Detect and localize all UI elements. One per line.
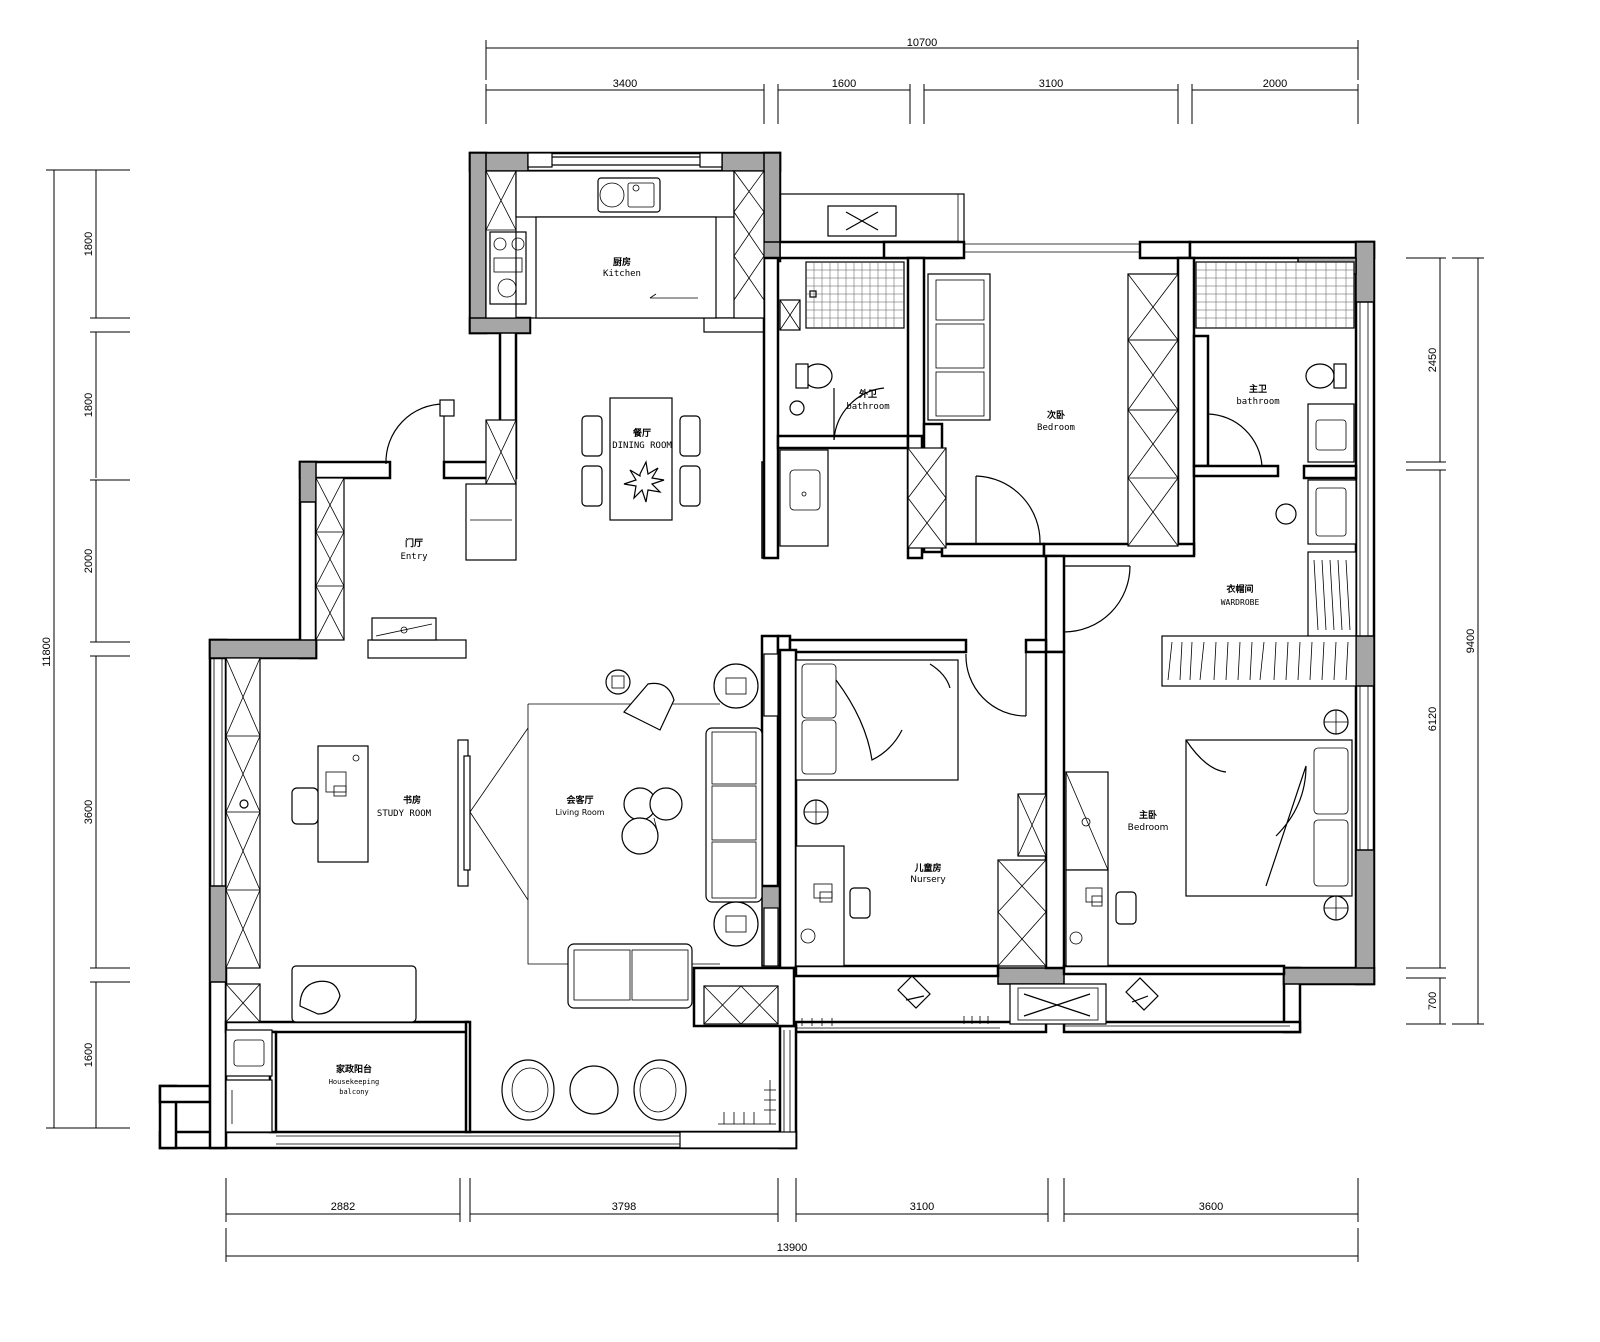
wardrobe-label-en: WARDROBE [1221, 598, 1260, 607]
living-label-cn: 会客厅 [566, 794, 593, 806]
wardrobe-label-cn: 衣帽间 [1226, 583, 1253, 595]
dimension-labels: 10700 3400 1600 3100 2000 2882 3798 3100… [41, 37, 1477, 1254]
dim-top-1: 3400 [613, 78, 637, 90]
nursery-fixtures [795, 652, 1107, 1026]
guest-bath-fixtures [779, 261, 905, 547]
bedroom2-label-en: Bedroom [1037, 423, 1075, 433]
dimension-lines [46, 40, 1484, 1262]
windows [213, 243, 1369, 1149]
balcony-label-en: Housekeeping [329, 1078, 380, 1086]
study-fixtures [225, 657, 529, 1023]
master-bath-fixtures [1195, 261, 1355, 467]
master-bath-label-en: bathroom [1236, 397, 1279, 407]
dim-top-3: 3100 [1039, 78, 1063, 90]
living-fixtures [501, 653, 779, 1125]
master-label-en: Bedroom [1128, 823, 1169, 833]
dim-right-total: 9400 [1465, 629, 1477, 653]
nursery-label-en: Nursery [910, 875, 946, 885]
wardrobe-fixtures [1063, 479, 1357, 687]
study-label-en: STUDY ROOM [377, 809, 432, 819]
entry-fixtures [315, 399, 517, 641]
nursery-label-cn: 儿童房 [913, 862, 941, 874]
dim-top-2: 1600 [832, 78, 856, 90]
dim-left-5: 1600 [83, 1043, 95, 1067]
living-label-en: Living Room [555, 808, 604, 817]
dining-fixtures [581, 397, 701, 521]
dim-left-2: 1800 [83, 393, 95, 417]
entry-label-en: Entry [400, 552, 428, 562]
master-bath-label-cn: 主卫 [1249, 383, 1267, 395]
balcony-fixtures [225, 983, 273, 1133]
entry-label-cn: 门厅 [405, 537, 423, 549]
study-label-cn: 书房 [403, 794, 421, 806]
dining-label-cn: 餐厅 [632, 427, 651, 439]
balcony-label-cn: 家政阳台 [336, 1063, 372, 1075]
bedroom2-fixtures [827, 205, 1179, 549]
dim-left-total: 11800 [41, 637, 53, 667]
dim-right-1: 2450 [1427, 348, 1439, 372]
dim-right-3: 700 [1427, 992, 1439, 1010]
balcony-label-en2: balcony [339, 1088, 369, 1096]
dim-top-total: 10700 [907, 37, 938, 49]
dim-left-4: 3600 [83, 800, 95, 824]
dim-left-3: 2000 [83, 549, 95, 573]
master-fixtures [1065, 709, 1353, 1011]
dim-bottom-2: 3798 [612, 1201, 636, 1213]
dim-left-1: 1800 [83, 232, 95, 256]
guest-bath-label-cn: 外卫 [858, 388, 877, 400]
room-labels: 厨房 Kitchen 餐厅 DINING ROOM 门厅 Entry 外卫 ba… [329, 256, 1280, 1096]
dim-bottom-total: 13900 [777, 1242, 808, 1254]
dim-bottom-1: 2882 [331, 1201, 355, 1213]
bedroom2-label-cn: 次卧 [1047, 409, 1065, 421]
kitchen-label-cn: 厨房 [613, 256, 631, 268]
dim-bottom-4: 3600 [1199, 1201, 1223, 1213]
kitchen-label-en: Kitchen [603, 269, 641, 279]
dim-bottom-3: 3100 [910, 1201, 934, 1213]
kitchen-fixtures [485, 170, 765, 319]
dining-label-en: DINING ROOM [612, 441, 672, 451]
dim-top-4: 2000 [1263, 78, 1287, 90]
guest-bath-label-en: bathroom [846, 402, 889, 412]
dim-right-2: 6120 [1427, 707, 1439, 731]
master-label-cn: 主卧 [1139, 809, 1157, 821]
